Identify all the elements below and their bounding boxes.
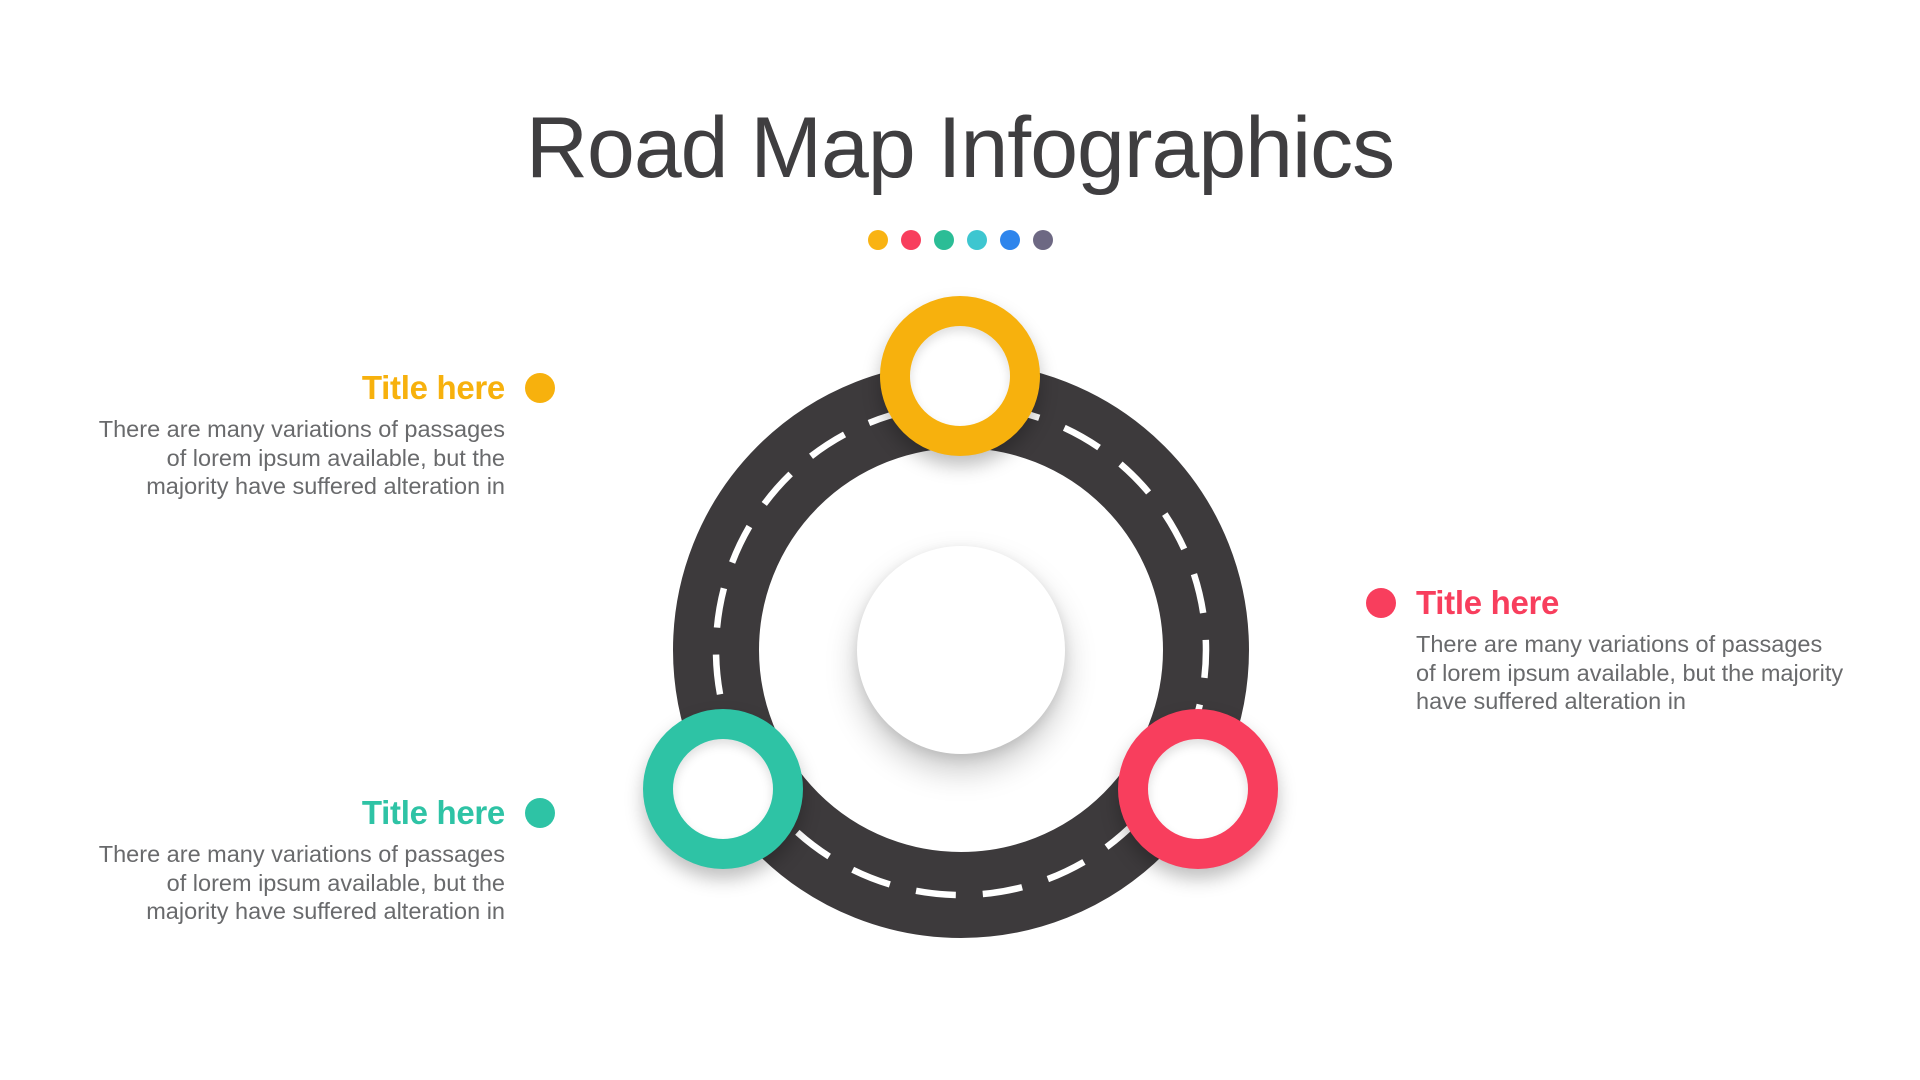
page-title: Road Map Infographics: [525, 100, 1395, 196]
text-block-yellow: Title here There are many variations of …: [80, 370, 555, 501]
text-block-yellow-body: There are many variations of passages of…: [98, 416, 505, 499]
bullet-dot-pink-icon: [1366, 588, 1396, 618]
text-block-teal: Title here There are many variations of …: [80, 795, 555, 926]
decor-dot-teal-icon: [933, 230, 954, 250]
decor-dot-purple-icon: [1032, 230, 1053, 250]
milestone-ring-yellow: [880, 296, 1040, 456]
text-block-pink-header: Title here: [1366, 585, 1846, 621]
decor-dot-pink-icon: [900, 230, 921, 250]
decor-dot-blue-icon: [999, 230, 1020, 250]
center-circle: [857, 546, 1065, 754]
text-block-pink-title: Title here: [1416, 584, 1560, 621]
decor-dot-cyan-icon: [966, 230, 987, 250]
text-block-yellow-title: Title here: [361, 369, 505, 406]
decor-dots-row: [0, 230, 1920, 250]
text-block-teal-title: Title here: [361, 794, 505, 831]
text-block-teal-body: There are many variations of passages of…: [98, 841, 505, 924]
bullet-dot-teal-icon: [525, 798, 555, 828]
text-block-pink-body: There are many variations of passages of…: [1416, 631, 1844, 714]
text-block-teal-header: Title here: [80, 795, 555, 831]
text-block-pink: Title here There are many variations of …: [1366, 585, 1846, 716]
text-block-yellow-header: Title here: [80, 370, 555, 406]
decor-dot-yellow-icon: [867, 230, 888, 250]
milestone-ring-teal: [643, 709, 803, 869]
bullet-dot-yellow-icon: [525, 373, 555, 403]
milestone-ring-pink: [1118, 709, 1278, 869]
